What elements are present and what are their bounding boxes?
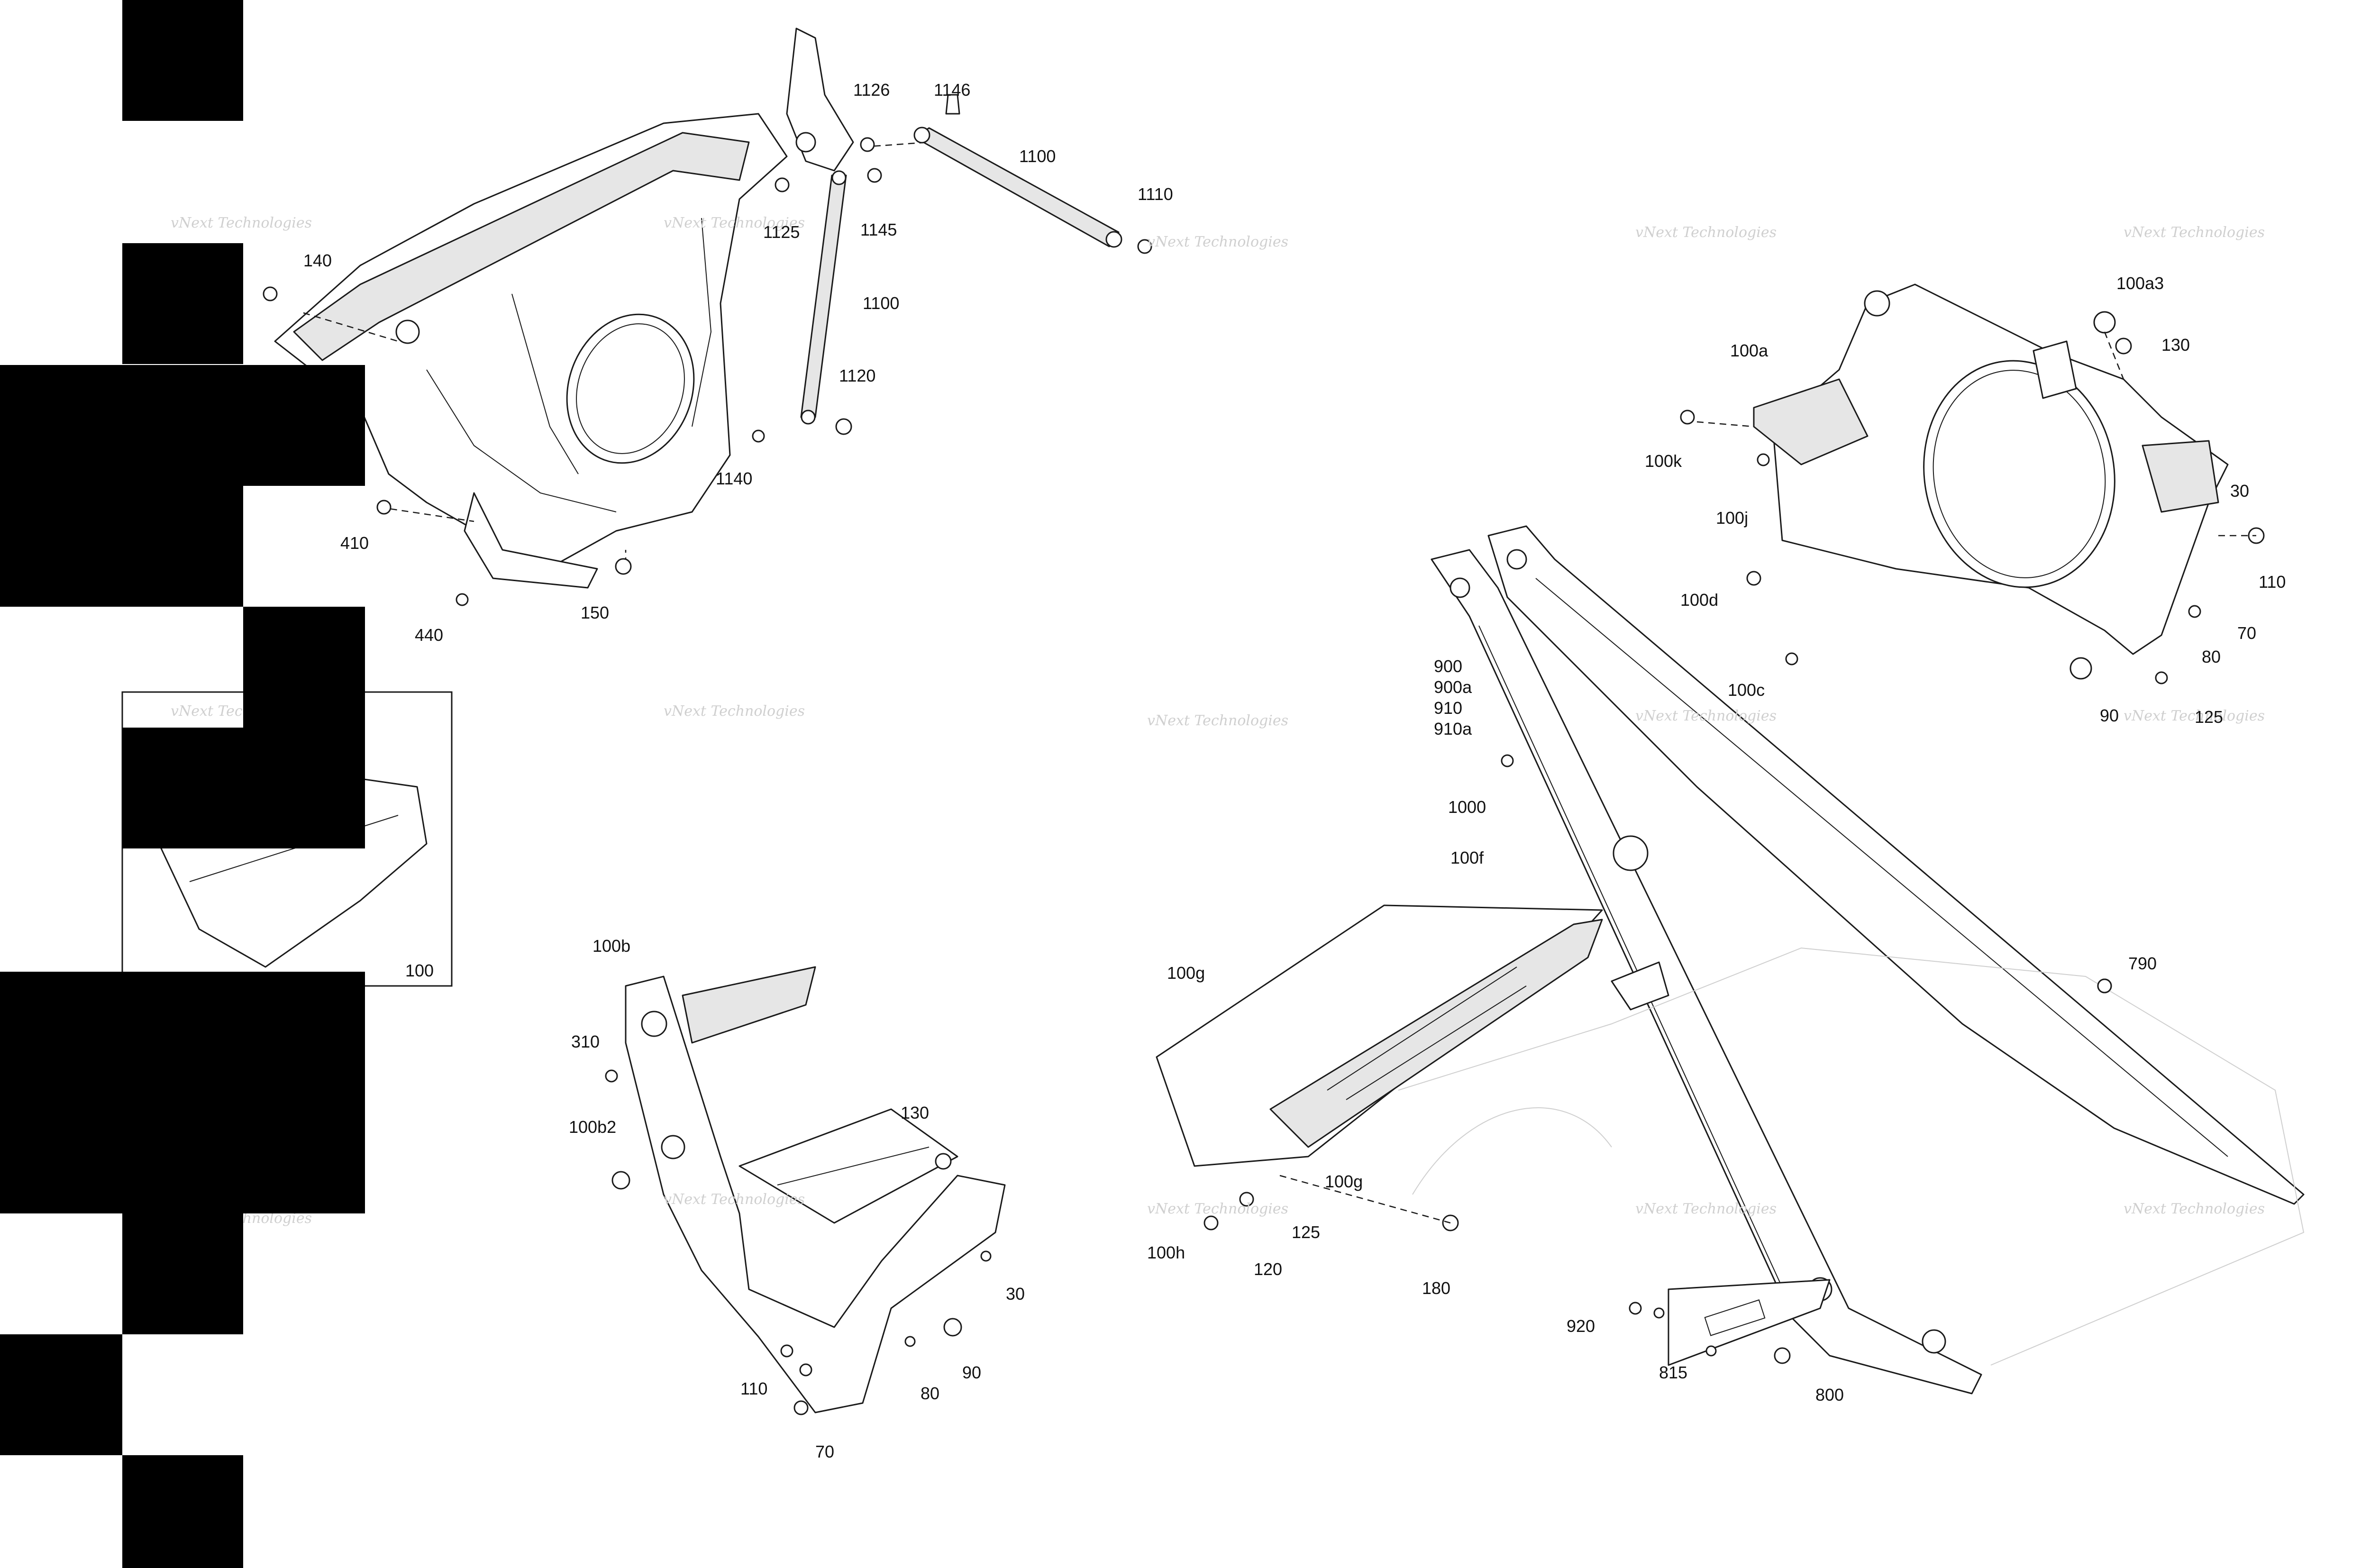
callout-100j: 100j xyxy=(1716,508,1748,528)
callout-1140: 1140 xyxy=(716,469,752,488)
callout-1100-upper: 1100 xyxy=(1019,146,1056,166)
callout-90-bracket: 90 xyxy=(962,1363,981,1382)
callout-1126: 1126 xyxy=(853,80,890,100)
callout-180: 180 xyxy=(1422,1278,1450,1298)
callout-140: 140 xyxy=(303,251,332,270)
watermark-text: vNext Technologies xyxy=(1635,708,1777,724)
callout-900: 900 xyxy=(1434,656,1462,676)
callout-labels: 1126 1146 1100 1110 1125 1145 1100 1120 … xyxy=(303,80,2286,1461)
watermark-text: vNext Technologies xyxy=(2124,1201,2265,1217)
watermark-text: vNext Technologies xyxy=(171,215,312,231)
callout-1110: 1110 xyxy=(1138,184,1173,204)
callout-90-front: 90 xyxy=(2100,706,2119,725)
watermark-text: vNext Technologies xyxy=(2124,224,2265,241)
callout-100h: 100h xyxy=(1147,1243,1185,1262)
callout-1120: 1120 xyxy=(839,366,875,385)
callout-30-bracket: 30 xyxy=(1006,1284,1025,1304)
callout-100d: 100d xyxy=(1680,590,1718,610)
callout-1145: 1145 xyxy=(860,220,897,239)
callout-100g-right: 100g xyxy=(1325,1172,1363,1191)
callout-1000: 1000 xyxy=(1448,797,1486,817)
callout-100f: 100f xyxy=(1450,848,1484,867)
callout-80-bracket: 80 xyxy=(921,1384,939,1403)
redaction-blocks xyxy=(0,0,365,1568)
skid-plate-assembly xyxy=(1156,904,2112,1231)
callout-440: 440 xyxy=(415,625,443,645)
watermark-text: vNext Technologies xyxy=(1147,1201,1288,1217)
callout-100b: 100b xyxy=(592,936,630,956)
callout-125-front: 125 xyxy=(2195,707,2223,727)
callout-100k: 100k xyxy=(1645,451,1682,471)
strut-rods xyxy=(263,94,1152,606)
watermark-text: vNext Technologies xyxy=(2124,708,2265,724)
callout-100a: 100a xyxy=(1730,341,1768,360)
callout-120: 120 xyxy=(1254,1259,1282,1279)
callout-125-plate: 125 xyxy=(1292,1222,1320,1242)
callout-110-bracket: 110 xyxy=(740,1379,767,1398)
watermark-text: vNext Technologies xyxy=(1635,1201,1777,1217)
callout-910: 910 xyxy=(1434,698,1462,718)
callout-100-inset: 100 xyxy=(405,961,434,980)
side-bracket-assembly xyxy=(605,966,1006,1415)
callout-100g-left: 100g xyxy=(1167,963,1205,983)
callout-410: 410 xyxy=(340,533,369,553)
callout-100a3: 100a3 xyxy=(2116,273,2164,293)
callout-130-front: 130 xyxy=(2161,335,2190,355)
long-side-tubes xyxy=(1398,525,2305,1395)
callout-130-bracket: 130 xyxy=(901,1103,929,1122)
callout-150: 150 xyxy=(581,603,609,622)
watermark-text: vNext Technologies xyxy=(664,1191,805,1208)
callout-70-bracket: 70 xyxy=(815,1442,834,1461)
callout-70-front: 70 xyxy=(2237,623,2256,643)
rear-frame-assembly xyxy=(274,27,930,589)
callout-110-front: 110 xyxy=(2259,572,2286,592)
watermark-text: vNext Technologies xyxy=(1147,234,1288,250)
callout-900a: 900a xyxy=(1434,677,1472,697)
callout-815: 815 xyxy=(1659,1363,1687,1382)
watermark-layer: vNext Technologies vNext Technologies vN… xyxy=(171,215,2265,1227)
callout-80-front: 80 xyxy=(2202,647,2221,666)
callout-100c: 100c xyxy=(1728,680,1765,700)
callout-1100-lower: 1100 xyxy=(863,293,899,313)
watermark-text: vNext Technologies xyxy=(664,703,805,720)
callout-910a: 910a xyxy=(1434,719,1472,738)
callout-1146: 1146 xyxy=(934,80,970,100)
callout-790: 790 xyxy=(2128,954,2157,973)
front-frame-assembly xyxy=(1680,283,2265,684)
watermark-text: vNext Technologies xyxy=(664,215,805,231)
callout-1125: 1125 xyxy=(763,222,800,242)
callout-310: 310 xyxy=(571,1032,600,1051)
callout-800: 800 xyxy=(1815,1385,1844,1404)
watermark-text: vNext Technologies xyxy=(1635,224,1777,241)
callout-100b2: 100b2 xyxy=(569,1117,616,1137)
callout-920: 920 xyxy=(1567,1316,1595,1336)
watermark-text: vNext Technologies xyxy=(1147,712,1288,729)
callout-30-front: 30 xyxy=(2230,481,2249,501)
